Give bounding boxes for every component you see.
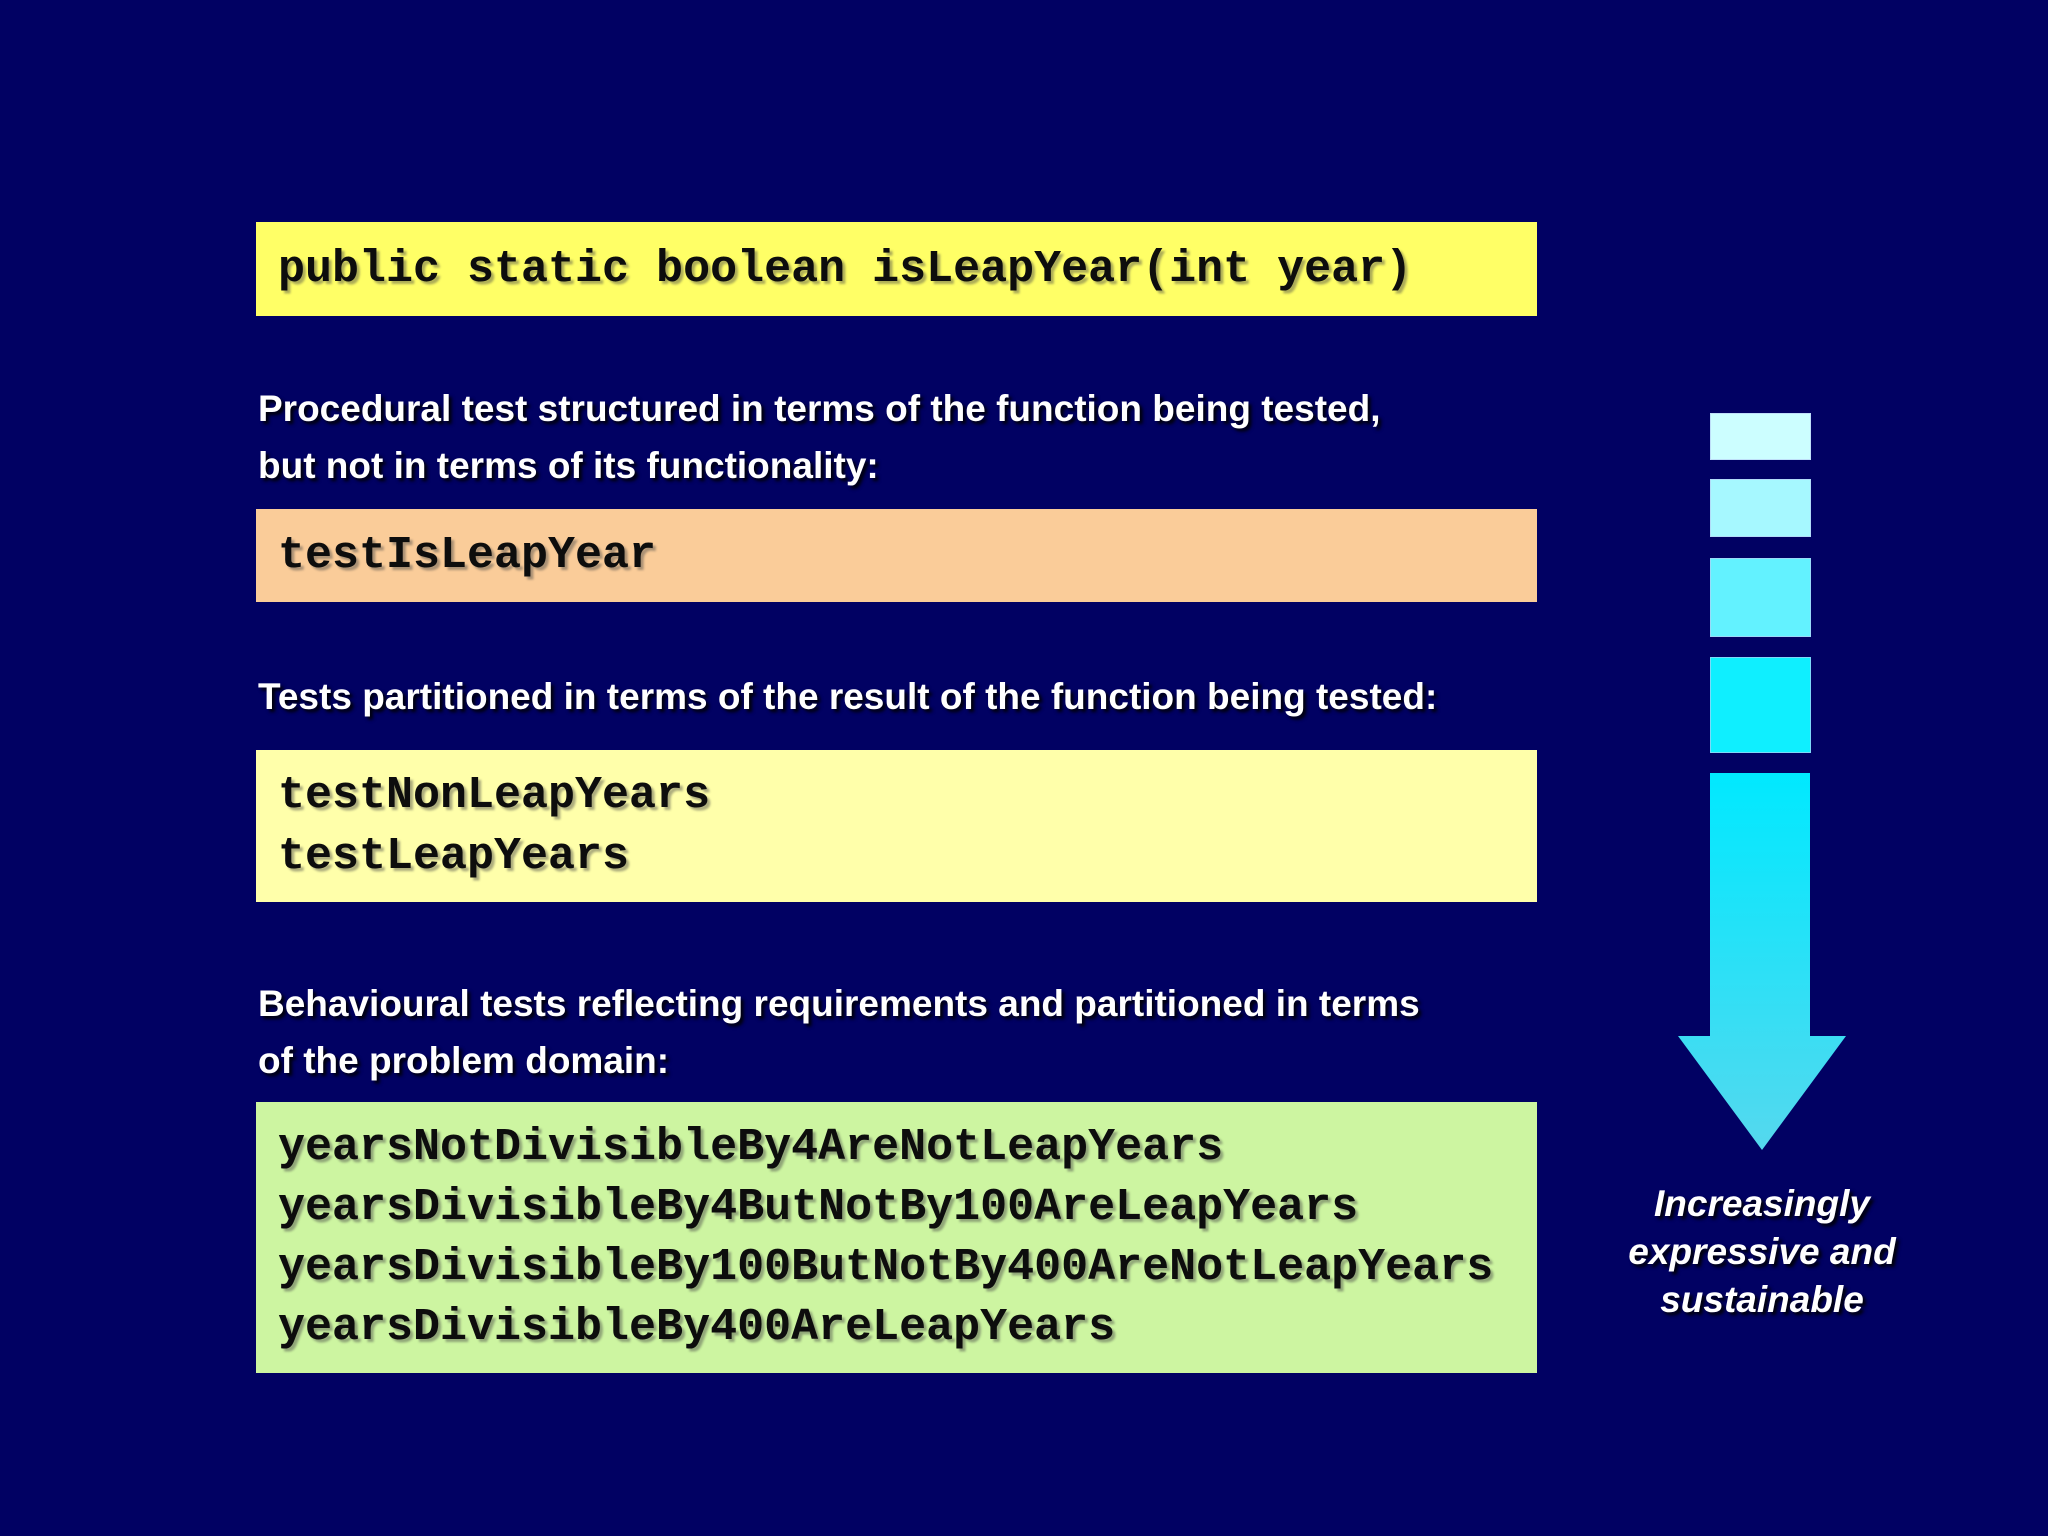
test-name: yearsDivisibleBy400AreLeapYears <box>278 1301 1116 1353</box>
caption-line: sustainable <box>1660 1279 1864 1320</box>
heading-line: Procedural test structured in terms of t… <box>258 388 1381 429</box>
arrow-segment-4 <box>1710 657 1811 753</box>
function-signature-box: public static boolean isLeapYear(int yea… <box>256 222 1537 316</box>
caption-line: Increasingly <box>1654 1183 1870 1224</box>
procedural-test-heading: Procedural test structured in terms of t… <box>258 380 1598 494</box>
down-arrow-icon <box>1678 773 1846 1150</box>
caption-line: expressive and <box>1628 1231 1896 1272</box>
heading-line: Tests partitioned in terms of the result… <box>258 676 1438 717</box>
partitioned-test-box: testNonLeapYears testLeapYears <box>256 750 1537 902</box>
function-signature-text: public static boolean isLeapYear(int yea… <box>278 243 1413 295</box>
test-name: yearsNotDivisibleBy4AreNotLeapYears <box>278 1121 1224 1173</box>
arrow-segment-3 <box>1710 558 1811 637</box>
arrow-segment-1 <box>1710 413 1811 460</box>
heading-line: Behavioural tests reflecting requirement… <box>258 983 1420 1024</box>
test-name: testNonLeapYears <box>278 770 711 821</box>
behavioural-test-box: yearsNotDivisibleBy4AreNotLeapYears year… <box>256 1102 1537 1373</box>
arrow-caption: Increasingly expressive and sustainable <box>1582 1180 1942 1324</box>
test-name: testLeapYears <box>278 831 630 882</box>
procedural-test-box: testIsLeapYear <box>256 509 1537 602</box>
heading-line: of the problem domain: <box>258 1040 670 1081</box>
partitioned-test-heading: Tests partitioned in terms of the result… <box>258 668 1598 725</box>
behavioural-test-heading: Behavioural tests reflecting requirement… <box>258 975 1598 1089</box>
heading-line: but not in terms of its functionality: <box>258 445 879 486</box>
test-name: yearsDivisibleBy4ButNotBy100AreLeapYears <box>278 1181 1359 1233</box>
test-name: yearsDivisibleBy100ButNotBy400AreNotLeap… <box>278 1241 1494 1293</box>
test-name: testIsLeapYear <box>278 530 657 581</box>
arrow-segment-2 <box>1710 479 1811 537</box>
